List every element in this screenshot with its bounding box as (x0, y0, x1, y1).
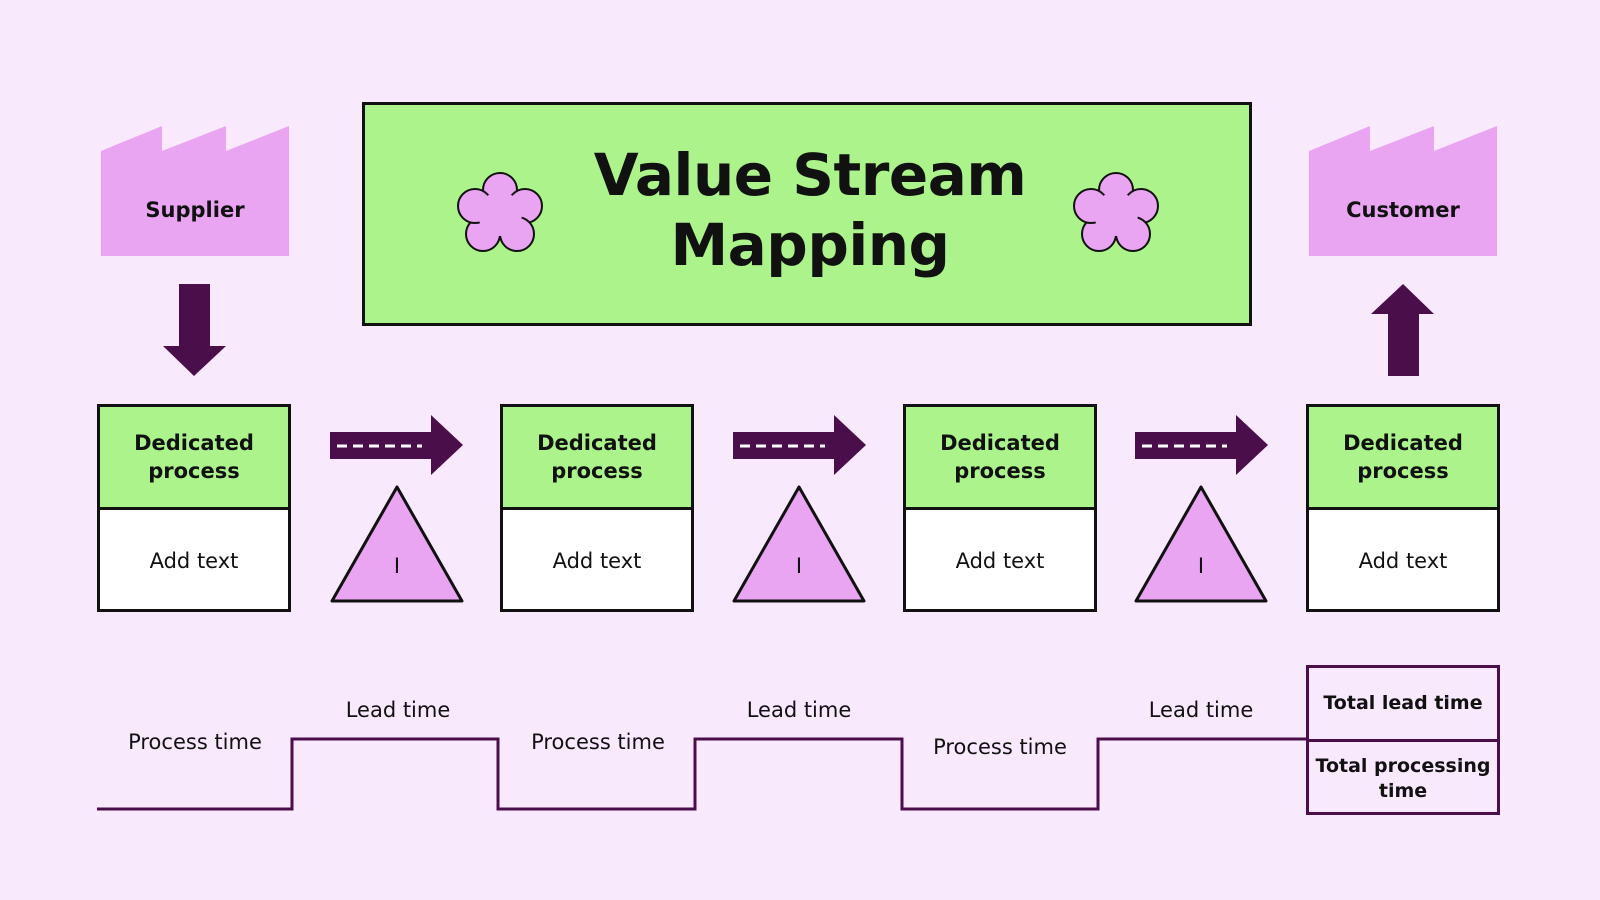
process-body: Add text (955, 549, 1045, 573)
inventory-triangle-icon-2 (732, 485, 866, 603)
timeline-line (97, 737, 1306, 811)
process-box-3: Dedicated process Add text (903, 404, 1097, 612)
flower-icon-right (1073, 172, 1159, 252)
process-body: Add text (149, 549, 239, 573)
process-header: Dedicated process (1309, 407, 1497, 510)
process-time-label-2: Process time (531, 730, 665, 754)
process-time-label-3: Process time (933, 735, 1067, 759)
process-header: Dedicated process (100, 407, 288, 510)
supplier-factory-icon (101, 126, 289, 256)
inventory-triangle-icon-1 (330, 485, 464, 603)
inventory-triangle-icon-3 (1134, 485, 1268, 603)
lead-time-label-2: Lead time (746, 698, 852, 722)
process-box-4: Dedicated process Add text (1306, 404, 1500, 612)
supplier-label: Supplier (145, 198, 245, 222)
push-arrow-icon-2 (733, 415, 866, 475)
process-box-2: Dedicated process Add text (500, 404, 694, 612)
inventory-label-2: I (796, 554, 802, 578)
process-header: Dedicated process (503, 407, 691, 510)
customer-factory-icon (1309, 126, 1497, 256)
inventory-label-1: I (394, 554, 400, 578)
process-box-1: Dedicated process Add text (97, 404, 291, 612)
totals-box: Total lead time Total processing time (1306, 665, 1500, 815)
total-processing-time: Total processing time (1315, 754, 1491, 802)
push-arrow-icon-3 (1135, 415, 1268, 475)
down-arrow-icon (163, 284, 226, 376)
process-time-label-1: Process time (128, 730, 262, 754)
inventory-label-3: I (1198, 554, 1204, 578)
process-header: Dedicated process (906, 407, 1094, 510)
page-title: Value Stream Mapping (593, 141, 1027, 279)
push-arrow-icon-1 (330, 415, 463, 475)
customer-label: Customer (1346, 198, 1460, 222)
process-body: Add text (552, 549, 642, 573)
lead-time-label-1: Lead time (345, 698, 451, 722)
up-arrow-icon (1371, 284, 1434, 376)
flower-icon-left (457, 172, 543, 252)
process-body: Add text (1358, 549, 1448, 573)
total-lead-time: Total lead time (1309, 668, 1497, 742)
lead-time-label-3: Lead time (1148, 698, 1254, 722)
